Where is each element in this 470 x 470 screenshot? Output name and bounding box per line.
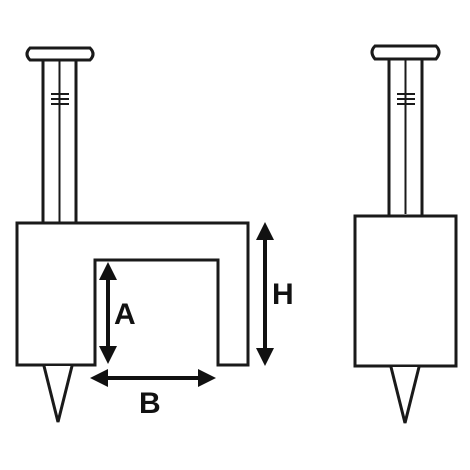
front-view: A B H bbox=[15, 46, 294, 423]
front-clip-body bbox=[15, 221, 250, 367]
front-nail-grip-marks bbox=[51, 93, 69, 105]
side-nail-head bbox=[370, 44, 441, 61]
side-nail-grip-marks bbox=[397, 93, 415, 105]
front-nail-head bbox=[25, 46, 95, 62]
dimension-h-label: H bbox=[272, 278, 294, 311]
dimension-b-arrow bbox=[90, 369, 216, 387]
side-clip-body bbox=[353, 214, 458, 368]
dimension-b-label: B bbox=[139, 387, 161, 420]
dimension-a-label: A bbox=[114, 298, 136, 331]
dimension-a-arrow bbox=[99, 262, 117, 364]
front-nail-point bbox=[42, 365, 74, 423]
dimension-h-arrow bbox=[256, 222, 274, 366]
side-nail-point bbox=[389, 366, 421, 424]
side-view bbox=[353, 44, 458, 424]
